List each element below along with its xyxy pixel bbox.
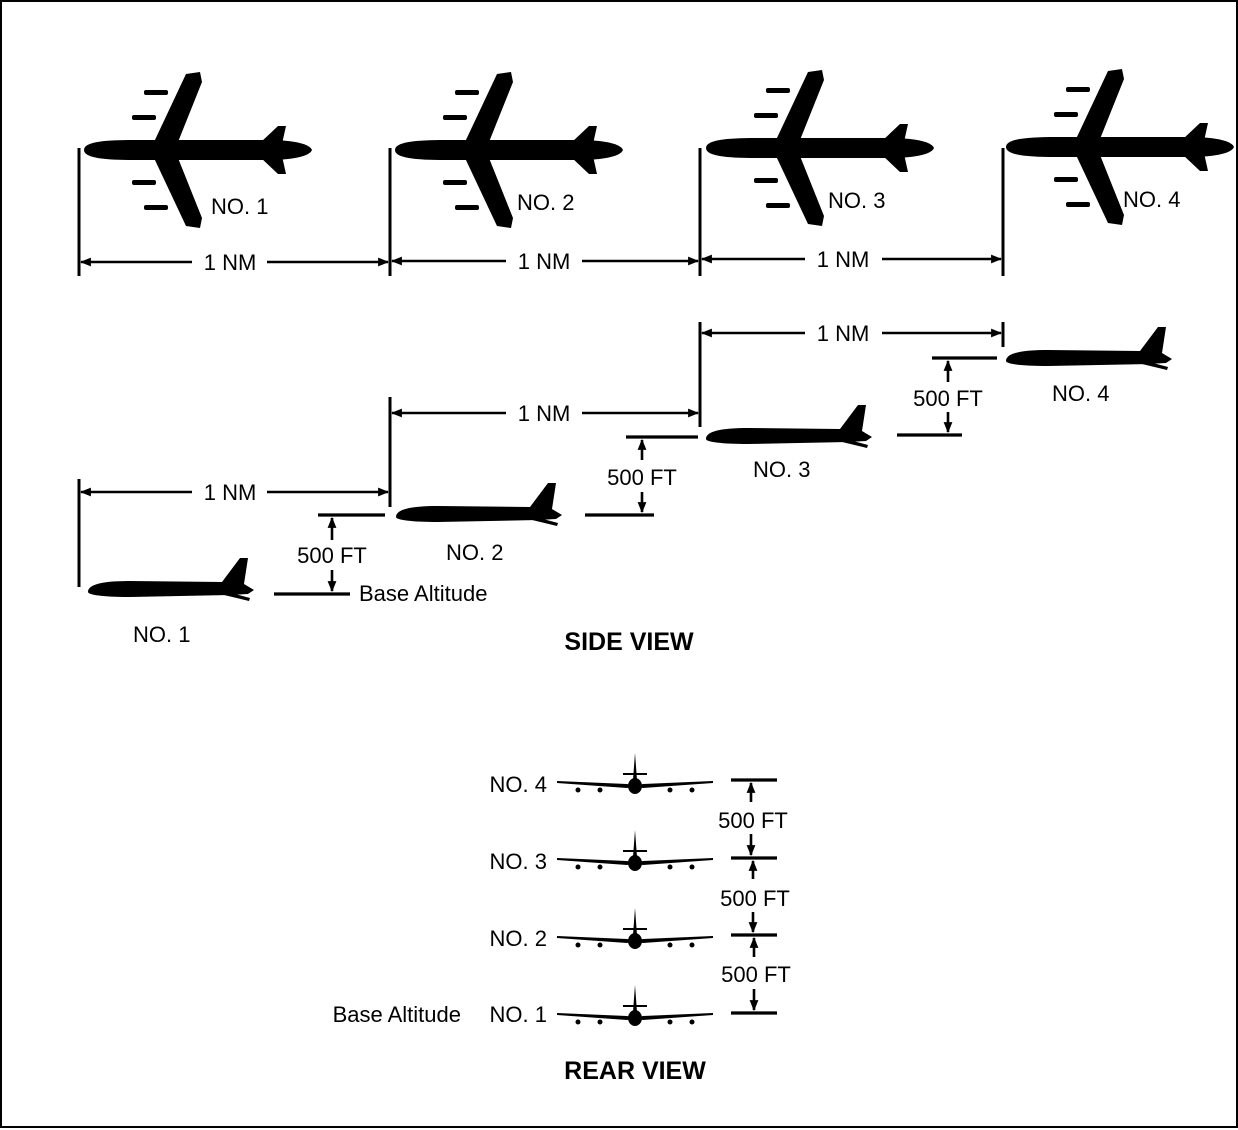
- top-view: NO. 1 NO. 2 NO. 3 NO. 4 1 NM 1 NM 1 NM: [77, 69, 1234, 276]
- rear-view: NO. 4 NO. 3 NO. 2 NO. 1 Base Altitude 50…: [333, 753, 791, 1085]
- side-aircraft-label-3: NO. 3: [753, 457, 810, 482]
- side-aircraft-label-4: NO. 4: [1052, 381, 1109, 406]
- rear-aircraft-label-4: NO. 4: [490, 772, 547, 797]
- rear-view-title: REAR VIEW: [564, 1057, 706, 1085]
- airplane-side-icon-2: [396, 483, 562, 526]
- side-altitude-step-2: 500 FT: [607, 465, 677, 490]
- airplane-rear-icon-3: [557, 830, 713, 871]
- rear-aircraft-label-3: NO. 3: [490, 849, 547, 874]
- airplane-rear-icon-1: [557, 985, 713, 1026]
- top-aircraft-label-3: NO. 3: [828, 188, 885, 213]
- side-spacing-label-3: 1 NM: [817, 321, 870, 346]
- rear-aircraft-label-2: NO. 2: [490, 926, 547, 951]
- rear-altitude-step-2: 500 FT: [720, 886, 790, 911]
- side-spacing-label-1: 1 NM: [204, 480, 257, 505]
- side-base-altitude-label: Base Altitude: [359, 581, 487, 606]
- side-view-title: SIDE VIEW: [564, 628, 694, 656]
- airplane-side-icon-3: [706, 405, 872, 448]
- airplane-top-icon-1: [84, 72, 312, 228]
- rear-aircraft-label-1: NO. 1: [490, 1002, 547, 1027]
- rear-altitude-step-1: 500 FT: [721, 962, 791, 987]
- rear-base-altitude-label: Base Altitude: [333, 1002, 461, 1027]
- top-aircraft-label-1: NO. 1: [211, 194, 268, 219]
- airplane-top-icon-3: [706, 70, 934, 226]
- airplane-top-icon-4: [1006, 69, 1234, 225]
- airplane-side-icon-1: [88, 558, 254, 601]
- airplane-rear-icon-2: [557, 908, 713, 949]
- top-spacing-label-3: 1 NM: [817, 247, 870, 272]
- side-aircraft-label-1: NO. 1: [133, 622, 190, 647]
- side-altitude-step-3: 500 FT: [913, 386, 983, 411]
- side-aircraft-label-2: NO. 2: [446, 540, 503, 565]
- airplane-side-icon-4: [1006, 327, 1172, 370]
- top-aircraft-label-4: NO. 4: [1123, 187, 1180, 212]
- top-aircraft-label-2: NO. 2: [517, 190, 574, 215]
- airplane-top-icon-2: [395, 72, 623, 228]
- side-altitude-step-1: 500 FT: [297, 543, 367, 568]
- top-spacing-label-1: 1 NM: [204, 250, 257, 275]
- top-spacing-label-2: 1 NM: [518, 249, 571, 274]
- airplane-rear-icon-4: [557, 753, 713, 794]
- rear-altitude-step-3: 500 FT: [718, 808, 788, 833]
- side-view: NO. 1 NO. 2 NO. 3 NO. 4 1 NM 1 NM 1 NM 5…: [77, 321, 1172, 656]
- side-spacing-label-2: 1 NM: [518, 401, 571, 426]
